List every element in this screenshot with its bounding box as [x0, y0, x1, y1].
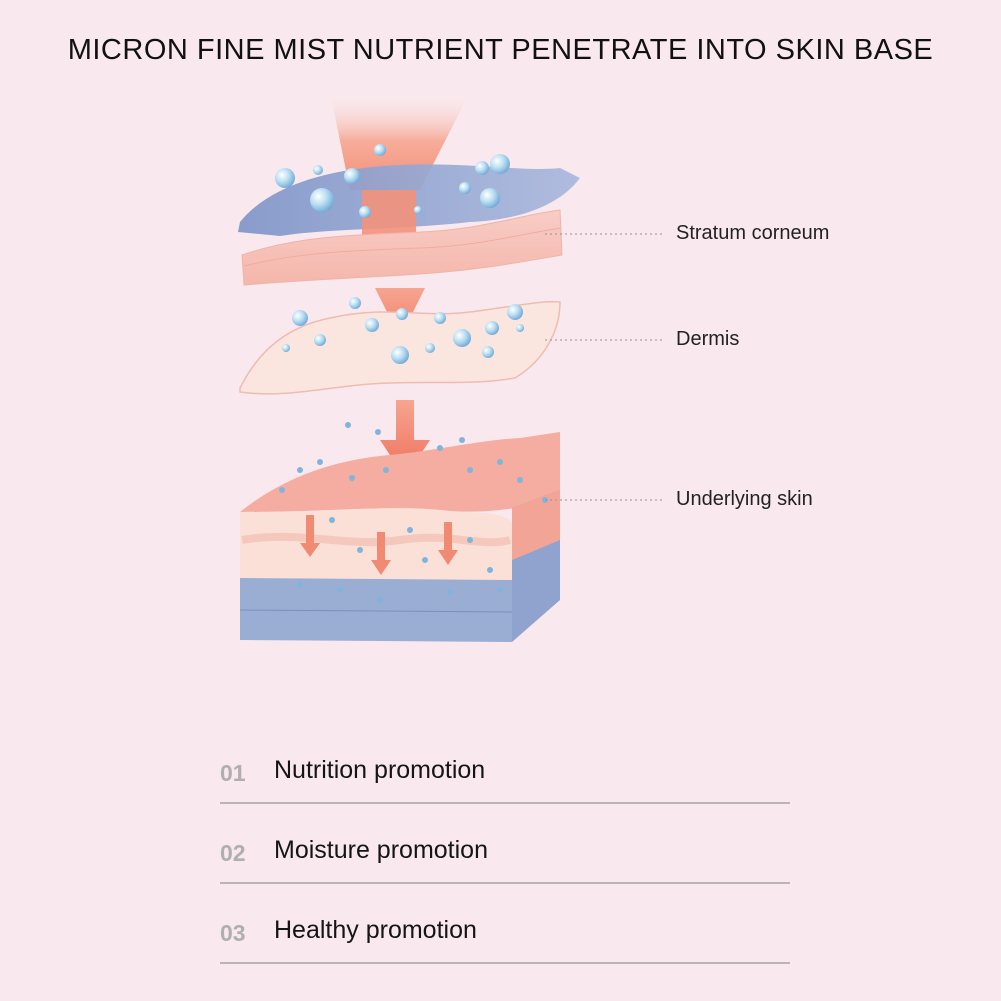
leader-lines	[545, 233, 663, 501]
item-number: 03	[220, 920, 246, 946]
inner-arrows	[300, 515, 458, 575]
droplets	[275, 144, 524, 364]
item-label: Nutrition promotion	[274, 756, 486, 784]
fine-mist-dots	[279, 422, 548, 603]
mist-spray	[330, 92, 470, 190]
item-label: Moisture promotion	[274, 836, 488, 864]
list-item: 01 Nutrition promotion	[220, 740, 790, 804]
benefits-list: 01 Nutrition promotion 02 Moisture promo…	[220, 740, 790, 964]
list-item: 03 Healthy promotion	[220, 900, 790, 964]
skin-layers-diagram	[238, 92, 663, 642]
page-title: MICRON FINE MIST NUTRIENT PENETRATE INTO…	[67, 34, 934, 66]
item-number: 01	[220, 760, 246, 786]
block-front-blue	[240, 578, 512, 642]
item-number: 02	[220, 840, 246, 866]
list-item: 02 Moisture promotion	[220, 820, 790, 884]
item-label: Healthy promotion	[274, 916, 477, 944]
stratum-corneum-layer	[241, 209, 563, 286]
block-top	[240, 432, 560, 512]
label-dermis: Dermis	[676, 328, 740, 350]
label-stratum-corneum: Stratum corneum	[676, 222, 830, 244]
label-underlying-skin: Underlying skin	[676, 488, 813, 510]
